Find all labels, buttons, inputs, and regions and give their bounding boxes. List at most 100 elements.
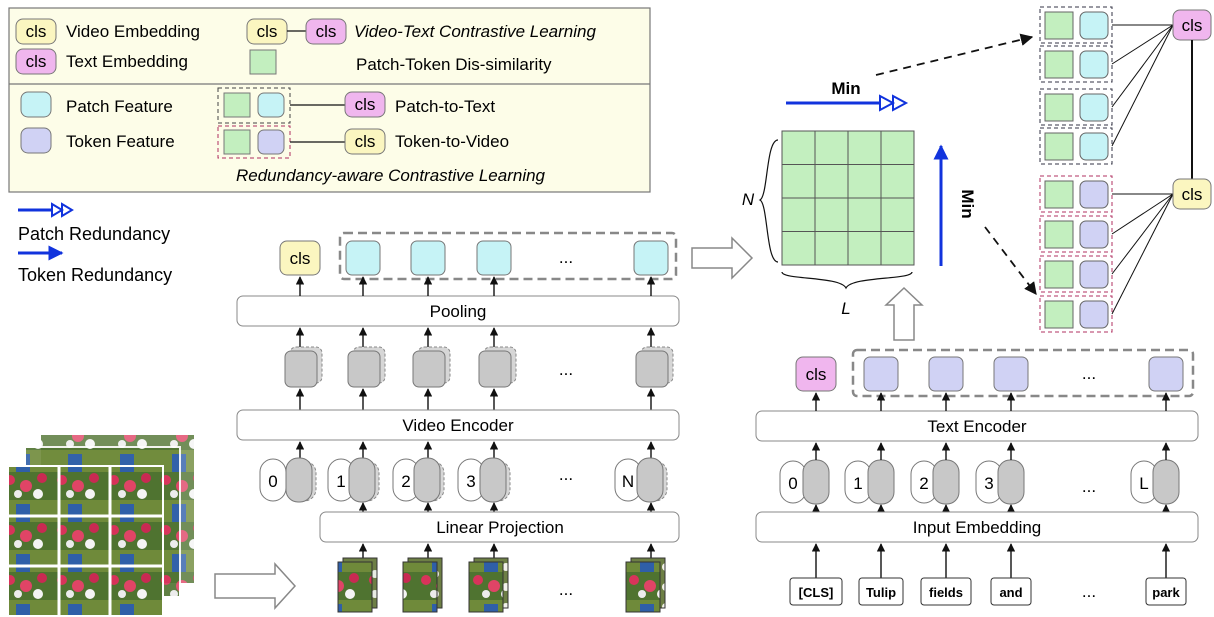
patch-feature-token: [1079, 132, 1109, 161]
dissimilarity-cell: [1044, 180, 1074, 209]
word-token: [858, 577, 904, 606]
token-feature-label: Token Feature: [66, 132, 175, 151]
video-embedding-label: Video Embedding: [66, 22, 200, 41]
dissimilarity-cell: [1044, 50, 1074, 79]
patch-feature-token: [410, 240, 446, 276]
matrix-cell: [781, 164, 816, 199]
matrix-cell: [880, 231, 915, 266]
dissimilarity-cell: [1044, 93, 1074, 122]
word-token: [789, 577, 843, 606]
position-index-label: L: [1139, 474, 1148, 493]
patch-feature-group: [338, 231, 678, 281]
frame-patch: [402, 561, 438, 613]
patch-feature-swatch: [20, 91, 52, 118]
pair-link: [1111, 193, 1174, 235]
matrix-cell: [847, 197, 882, 232]
hollow-up-arrow-icon: [884, 286, 924, 341]
word-token: [920, 577, 972, 606]
encoder-outputs: [284, 276, 674, 410]
hollow-arrow-icon: [214, 562, 297, 610]
text-cls-label: cls: [806, 365, 827, 384]
patch-text-pair: [1039, 127, 1113, 165]
min-horizontal-label: Min: [831, 79, 860, 98]
vtcl-label: Video-Text Contrastive Learning: [354, 22, 596, 41]
ellipsis: ...: [559, 465, 573, 484]
linear-projection-box: [319, 511, 680, 543]
l-label: L: [841, 299, 850, 318]
matrix-cell: [880, 130, 915, 165]
patch-feature-token: [1079, 11, 1109, 40]
ellipsis: ...: [559, 248, 573, 267]
redundancy-legend: Patch Redundancy Token Redundancy: [18, 202, 172, 285]
token-feature-token: [1079, 260, 1109, 289]
chip-label: cls: [355, 95, 376, 114]
word-token-label: [CLS]: [799, 585, 834, 600]
pair-link: [1111, 24, 1174, 65]
matrix-cell: [880, 164, 915, 199]
text-embedding-label: Text Embedding: [66, 52, 188, 71]
dissimilarity-swatch: [249, 49, 277, 75]
token-feature-token: [993, 356, 1029, 392]
text-cls-chip: [305, 18, 347, 45]
projected-token: [348, 457, 376, 503]
patch-text-pair: [1039, 6, 1113, 44]
patch-features: [345, 240, 669, 276]
token-feature-token: [863, 356, 899, 392]
token-video-pair: [1039, 255, 1113, 293]
position-index-label: 2: [919, 474, 928, 493]
projected-token: [413, 457, 441, 503]
word-token-label: Tulip: [866, 585, 896, 600]
feature-stack: [478, 350, 512, 388]
patch-redundancy-label: Patch Redundancy: [18, 224, 170, 244]
token-feature-token: [928, 356, 964, 392]
chip-label: cls: [26, 52, 47, 71]
projected-token: [285, 457, 313, 503]
pair-link: [1111, 193, 1174, 315]
video-encoder-box: [236, 409, 680, 441]
dissimilarity-cell: [1044, 260, 1074, 289]
frame-patch: [337, 561, 373, 613]
patch-feature-label: Patch Feature: [66, 97, 173, 116]
pair-link: [1111, 193, 1174, 275]
patch-text-pair: [217, 87, 291, 124]
dissimilarity-cell: [1044, 220, 1074, 249]
chip-label: cls: [257, 22, 278, 41]
token-video-pair: [1039, 175, 1113, 213]
frame-patch: [625, 561, 661, 613]
chip-label: cls: [355, 132, 376, 151]
patch-feature-token: [1079, 50, 1109, 79]
word-token-label: and: [999, 585, 1022, 600]
position-index-label: 0: [788, 474, 797, 493]
matrix-cell: [781, 197, 816, 232]
pair-panel: cls cls: [1039, 6, 1212, 333]
embedded-token: [997, 459, 1025, 505]
linear-projection-label: Linear Projection: [436, 518, 564, 537]
position-index-label: N: [622, 472, 634, 491]
pair-link: [1111, 24, 1174, 108]
cls-top-label: cls: [1182, 16, 1203, 35]
embedded-token: [1152, 459, 1180, 505]
ellipsis: ...: [559, 360, 573, 379]
similarity-matrix: N L Min Min: [742, 33, 1037, 341]
token-feature-token: [1079, 300, 1109, 329]
position-index-label: 2: [401, 472, 410, 491]
video-cls-token: [279, 240, 321, 276]
token-feature-token: [1148, 356, 1184, 392]
word-token: [1145, 577, 1187, 606]
position-index-label: 3: [984, 474, 993, 493]
legend: cls Video Embedding cls cls Video-Text C…: [8, 7, 651, 193]
chip-label: cls: [316, 22, 337, 41]
dissimilarity-label: Patch-Token Dis-similarity: [356, 55, 552, 74]
dissimilarity-cell: [1044, 11, 1074, 40]
chip-label: cls: [26, 22, 47, 41]
embedded-token: [802, 459, 830, 505]
word-token-label: fields: [929, 585, 963, 600]
text-cls-token: [795, 356, 837, 392]
position-index-label: 1: [336, 472, 345, 491]
embedded-token: [932, 459, 960, 505]
text-cls-chip: [15, 48, 57, 75]
matrix-cell: [814, 197, 849, 232]
